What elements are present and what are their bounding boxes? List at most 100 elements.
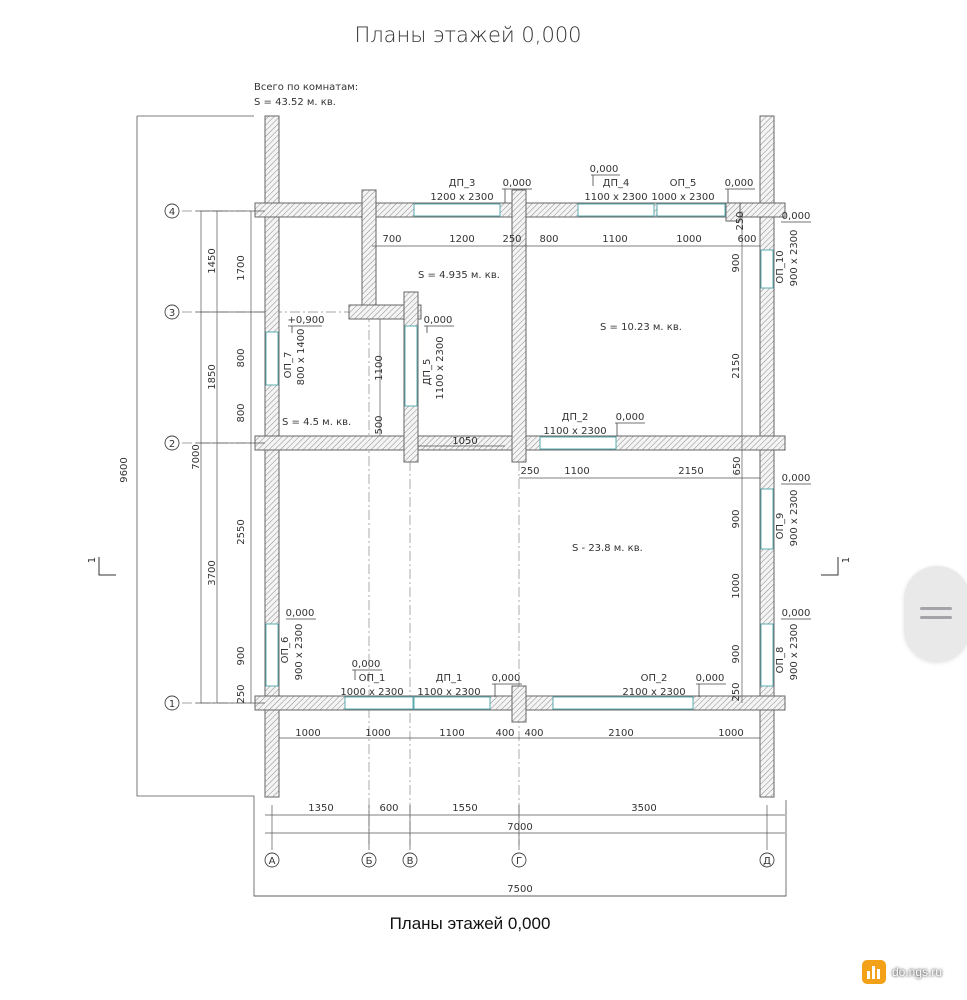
label-op8-size: 900 х 2300 <box>789 624 800 681</box>
axis-row-3: 3 <box>169 308 175 319</box>
label-op2-name: ОП_2 <box>641 673 668 684</box>
label-op6-level: 0,000 <box>286 608 315 619</box>
figure-caption: Планы этажей 0,000 <box>389 914 551 933</box>
wall-right <box>759 115 775 798</box>
label-op2-level: 0,000 <box>696 673 725 684</box>
wall-stub-g <box>511 685 527 723</box>
level-markers <box>286 174 811 697</box>
label-op6-name: ОП_6 <box>280 637 291 664</box>
axis-col-g: Г <box>516 856 522 867</box>
dim-top-1: 700 <box>382 234 401 245</box>
dim-inner-v2: 500 <box>374 415 385 434</box>
dim-left2-2: 800 <box>236 348 247 367</box>
label-op10-name: ОП_10 <box>775 250 786 283</box>
room-area-3: S = 4.5 м. кв. <box>282 417 351 428</box>
axis-col-v: В <box>407 856 414 867</box>
label-op10-size: 900 х 2300 <box>789 230 800 287</box>
scroll-handle-button[interactable] <box>904 566 967 662</box>
dim-top-7: 250 <box>735 211 746 230</box>
total-area: S = 43.52 м. кв. <box>254 97 336 108</box>
label-op2-size: 2100 х 2300 <box>622 687 685 698</box>
label-dp5-size: 1100 х 2300 <box>435 336 446 399</box>
dim-right-5: 1000 <box>731 573 742 598</box>
axis-row-4: 4 <box>169 207 175 218</box>
dim-right-4: 900 <box>731 509 742 528</box>
label-op10-level: 0,000 <box>782 211 811 222</box>
frame-outline <box>136 116 787 897</box>
walls <box>254 115 786 798</box>
dim-inner-v1: 1100 <box>374 355 385 380</box>
dim-span-1: 1350 <box>308 803 333 814</box>
dim-right-1: 900 <box>731 253 742 272</box>
dim-right-7: 250 <box>731 682 742 701</box>
dim-top-4: 800 <box>539 234 558 245</box>
room-area-2: S = 10.23 м. кв. <box>600 322 682 333</box>
axis-bubbles <box>164 203 775 868</box>
label-dp4-name: ДП_4 <box>603 178 630 189</box>
label-dp5-level: 0,000 <box>424 315 453 326</box>
menu-bar-icon <box>920 607 952 610</box>
label-op9-level: 0,000 <box>782 473 811 484</box>
dim-overall-7500: 7500 <box>507 884 532 895</box>
section-marks <box>98 557 839 576</box>
dim-span-2: 600 <box>379 803 398 814</box>
watermark-text: do.ngs.ru <box>892 965 943 979</box>
label-dp1-level: 0,000 <box>492 673 521 684</box>
label-dp2-name: ДП_2 <box>562 412 589 423</box>
ngs-logo-icon <box>862 960 886 984</box>
dim-bot-1: 1000 <box>295 728 320 739</box>
axis-col-d: Д <box>763 856 771 867</box>
label-op1-name: ОП_1 <box>359 673 386 684</box>
label-op9-size: 900 х 2300 <box>789 490 800 547</box>
openings-graphics <box>265 203 774 710</box>
dim-left2-1: 1700 <box>236 255 247 280</box>
label-op6-size: 900 х 2300 <box>294 624 305 681</box>
dim-mid-2: 250 <box>520 466 539 477</box>
dim-bot-6: 2100 <box>608 728 633 739</box>
dim-bot-7: 1000 <box>718 728 743 739</box>
label-dp3-size: 1200 х 2300 <box>430 192 493 203</box>
dim-left2-4: 2550 <box>236 519 247 544</box>
label-op1-size: 1000 х 2300 <box>340 687 403 698</box>
dim-left2-5: 900 <box>236 646 247 665</box>
dim-mid-1: 1050 <box>452 436 477 447</box>
label-op7-name: ОП_7 <box>283 352 294 379</box>
wall-inner-b1 <box>361 189 377 319</box>
dim-span-4: 3500 <box>631 803 656 814</box>
dim-right-6: 900 <box>731 644 742 663</box>
label-dp5-name: ДП_5 <box>422 359 433 386</box>
axis-row-2: 2 <box>169 439 175 450</box>
label-op1-level: 0,000 <box>352 659 381 670</box>
label-dp1-size: 1100 х 2300 <box>417 687 480 698</box>
dim-bot-5: 400 <box>524 728 543 739</box>
bottom-dimension-lines <box>254 805 786 897</box>
dim-mid-5: 650 <box>732 456 743 475</box>
label-op5-level: 0,000 <box>725 178 754 189</box>
label-dp3-name: ДП_3 <box>449 178 476 189</box>
drawing-title: Планы этажей 0,000 <box>354 23 581 47</box>
dim-left2-3: 800 <box>236 403 247 422</box>
total-label: Всего по комнатам: <box>254 82 358 93</box>
dim-left-7000: 7000 <box>191 444 202 469</box>
dim-span-3: 1550 <box>452 803 477 814</box>
label-dp2-level: 0,000 <box>616 412 645 423</box>
dim-top-5: 1100 <box>602 234 627 245</box>
label-dp4-size: 1100 х 2300 <box>584 192 647 203</box>
dim-right-2: 2150 <box>731 353 742 378</box>
left-dimension-lines <box>196 210 265 704</box>
section-label-left: 1 <box>87 557 98 563</box>
dim-bot-4: 400 <box>495 728 514 739</box>
dim-left2-6: 250 <box>236 684 247 703</box>
dim-top-3: 250 <box>502 234 521 245</box>
label-dp4-level: 0,000 <box>590 164 619 175</box>
dim-top-6: 1000 <box>676 234 701 245</box>
label-op7-level: +0,900 <box>287 315 324 326</box>
menu-bar-icon <box>920 616 952 619</box>
section-label-right: 1 <box>841 557 852 563</box>
inner-dimension-lines <box>250 211 760 739</box>
wall-inner-g <box>511 189 527 463</box>
wall-stub-d <box>725 202 741 222</box>
dim-mid-4: 2150 <box>678 466 703 477</box>
label-op7-size: 800 х 1400 <box>296 329 307 386</box>
